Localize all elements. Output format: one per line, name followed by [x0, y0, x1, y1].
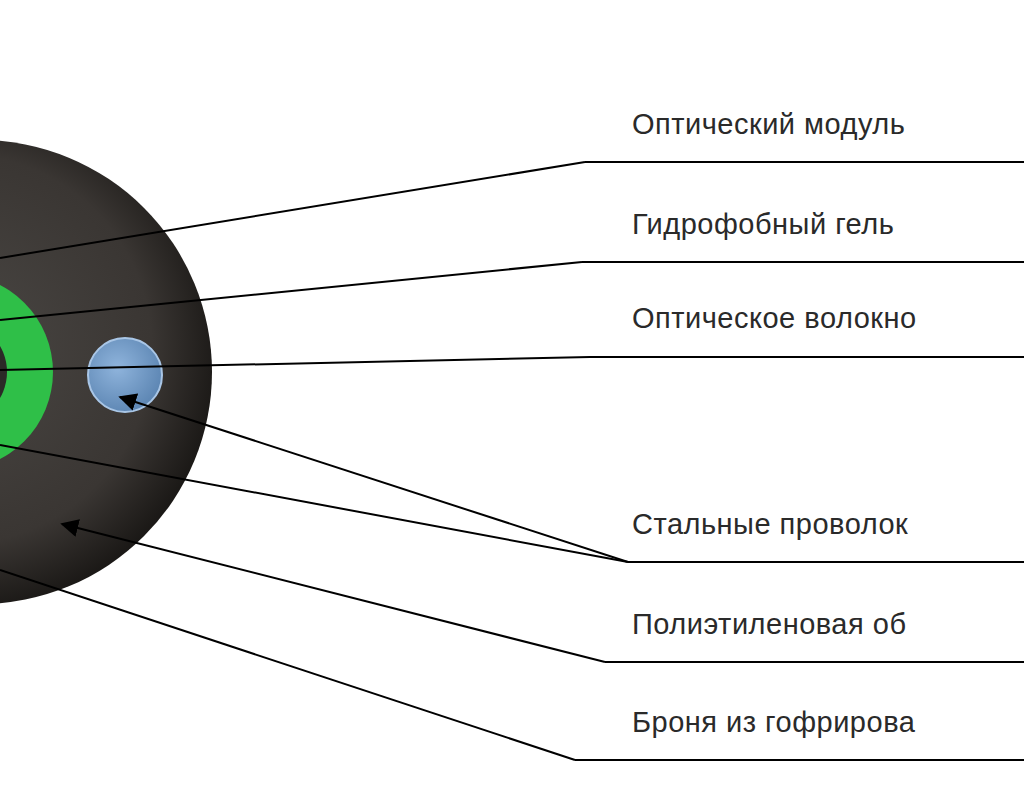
part-label: Оптическое волокно [632, 302, 917, 335]
part-label: Броня из гофрирова [632, 706, 915, 739]
part-label: Гидрофобный гель [632, 208, 894, 241]
steel-wire [88, 338, 162, 412]
part-label: Оптический модуль [632, 108, 905, 141]
part-label: Стальные проволок [632, 508, 908, 541]
optical-module [0, 320, 7, 424]
part-label: Полиэтиленовая об [632, 608, 907, 641]
gel-ring [0, 274, 53, 470]
leader-lines [0, 162, 1024, 760]
